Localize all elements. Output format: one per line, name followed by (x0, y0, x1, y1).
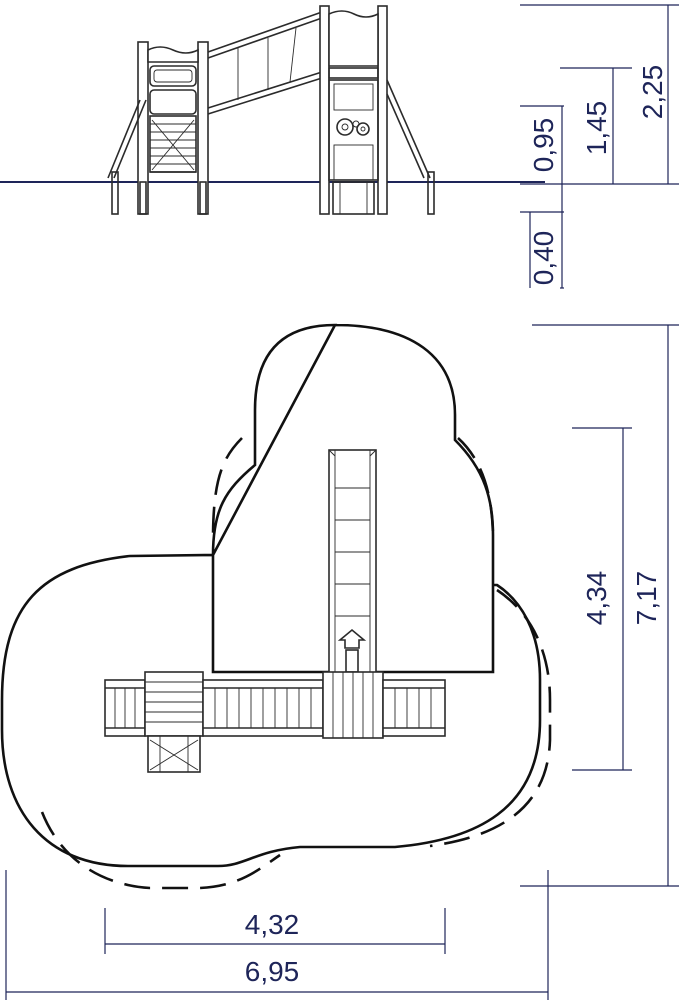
dim-height-fall: 0,95 (528, 118, 559, 173)
right-tower (319, 5, 435, 215)
up-arrow-icon (337, 628, 367, 649)
plan-dimensions (5, 324, 679, 1000)
slide (328, 449, 377, 676)
dim-equip-length: 4,34 (581, 571, 612, 626)
walkway (104, 671, 446, 773)
dim-zone-length: 7,17 (631, 571, 662, 626)
dim-equip-width: 4,32 (245, 909, 300, 940)
rope-bridge (207, 11, 323, 115)
elevation-view: 2,25 1,45 0,95 0,40 (0, 4, 679, 289)
dim-height-total: 2,25 (637, 65, 668, 120)
left-tower (107, 41, 209, 215)
elevation-dimensions (520, 4, 679, 289)
dim-height-platform: 1,45 (581, 101, 612, 156)
safety-zone-outline (0, 323, 542, 868)
dim-zone-width: 6,95 (245, 956, 300, 987)
plan-view: 4,34 7,17 4,32 6,95 (0, 323, 679, 1000)
safety-zone-dashed (211, 437, 243, 541)
dim-depth-foundation: 0,40 (528, 231, 559, 286)
